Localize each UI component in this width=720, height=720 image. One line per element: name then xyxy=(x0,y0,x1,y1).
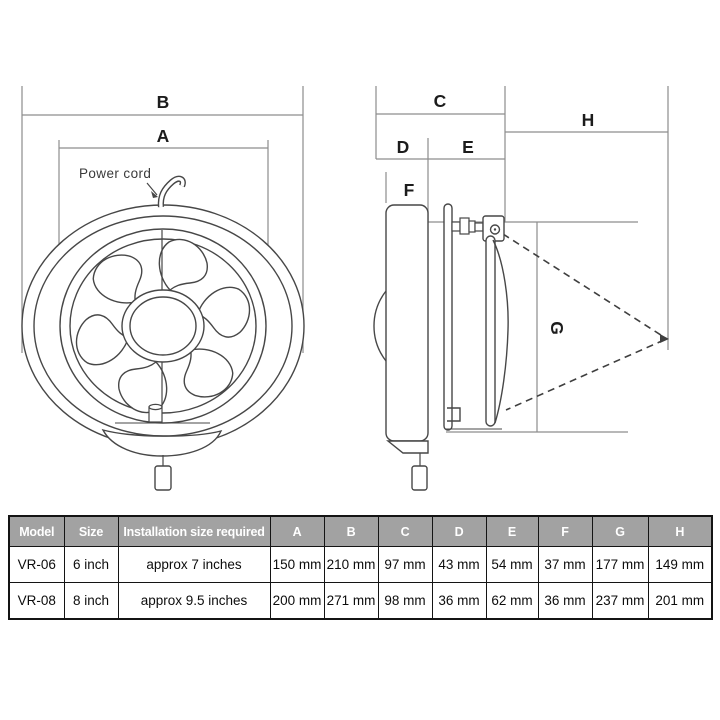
cell-size: 8 inch xyxy=(63,582,119,620)
duct-collar xyxy=(443,203,453,431)
header-dim-f: F xyxy=(537,515,593,547)
cell-dim-e: 54 mm xyxy=(485,546,539,583)
cell-dim-e: 62 mm xyxy=(485,582,539,620)
cell-dim-d: 36 mm xyxy=(431,582,487,620)
projection-arrow xyxy=(660,334,669,343)
header-dim-b: B xyxy=(323,515,379,547)
pull-cord-handle-side xyxy=(411,465,428,491)
cell-dim-b: 210 mm xyxy=(323,546,379,583)
fan-side-view xyxy=(373,203,509,491)
dim-label-g: G xyxy=(547,321,567,335)
cell-dim-c: 98 mm xyxy=(377,582,433,620)
dim-label-b: B xyxy=(157,92,170,112)
table-row-vr06: VR-06 6 inch approx 7 inches 150 mm 210 … xyxy=(8,546,713,583)
cell-dim-f: 37 mm xyxy=(537,546,593,583)
cell-installation: approx 7 inches xyxy=(117,546,271,583)
cell-dim-d: 43 mm xyxy=(431,546,487,583)
spec-table: Model Size Installation size required A … xyxy=(8,515,713,620)
louver-shutter xyxy=(485,235,496,427)
cell-size: 6 inch xyxy=(63,546,119,583)
header-dim-c: C xyxy=(377,515,433,547)
cell-dim-h: 201 mm xyxy=(647,582,713,620)
cell-dim-b: 271 mm xyxy=(323,582,379,620)
cell-installation: approx 9.5 inches xyxy=(117,582,271,620)
header-size: Size xyxy=(63,515,119,547)
header-model: Model xyxy=(8,515,65,547)
cell-dim-c: 97 mm xyxy=(377,546,433,583)
fan-front-view xyxy=(21,175,305,491)
spec-header-row: Model Size Installation size required A … xyxy=(8,515,713,547)
dim-label-e: E xyxy=(462,137,474,157)
fan-dimension-diagram: B A C H D E F G xyxy=(21,86,669,491)
header-installation-size: Installation size required xyxy=(117,515,271,547)
dim-label-h: H xyxy=(582,110,595,130)
cell-dim-g: 177 mm xyxy=(591,546,649,583)
header-dim-a: A xyxy=(269,515,325,547)
pull-cord-handle-front xyxy=(154,465,172,491)
dashed-projection-lines xyxy=(502,233,665,411)
header-dim-d: D xyxy=(431,515,487,547)
power-cord-label: Power cord xyxy=(79,166,151,181)
dim-label-c: C xyxy=(434,91,447,111)
cell-model: VR-08 xyxy=(8,582,65,620)
cell-dim-a: 150 mm xyxy=(269,546,325,583)
fan-blades xyxy=(75,238,251,414)
header-dim-e: E xyxy=(485,515,539,547)
cell-dim-g: 237 mm xyxy=(591,582,649,620)
header-dim-g: G xyxy=(591,515,649,547)
table-row-vr08: VR-08 8 inch approx 9.5 inches 200 mm 27… xyxy=(8,582,713,620)
cell-dim-f: 36 mm xyxy=(537,582,593,620)
dimension-letters: B A C H D E F G xyxy=(157,91,595,335)
cell-dim-a: 200 mm xyxy=(269,582,325,620)
dimension-lines xyxy=(21,86,669,433)
cell-model: VR-06 xyxy=(8,546,65,583)
cell-dim-h: 149 mm xyxy=(647,546,713,583)
bottom-shutter-flap xyxy=(101,428,223,457)
dim-label-d: D xyxy=(397,137,410,157)
dim-label-f: F xyxy=(404,180,415,200)
header-dim-h: H xyxy=(647,515,713,547)
dim-label-a: A xyxy=(157,126,170,146)
